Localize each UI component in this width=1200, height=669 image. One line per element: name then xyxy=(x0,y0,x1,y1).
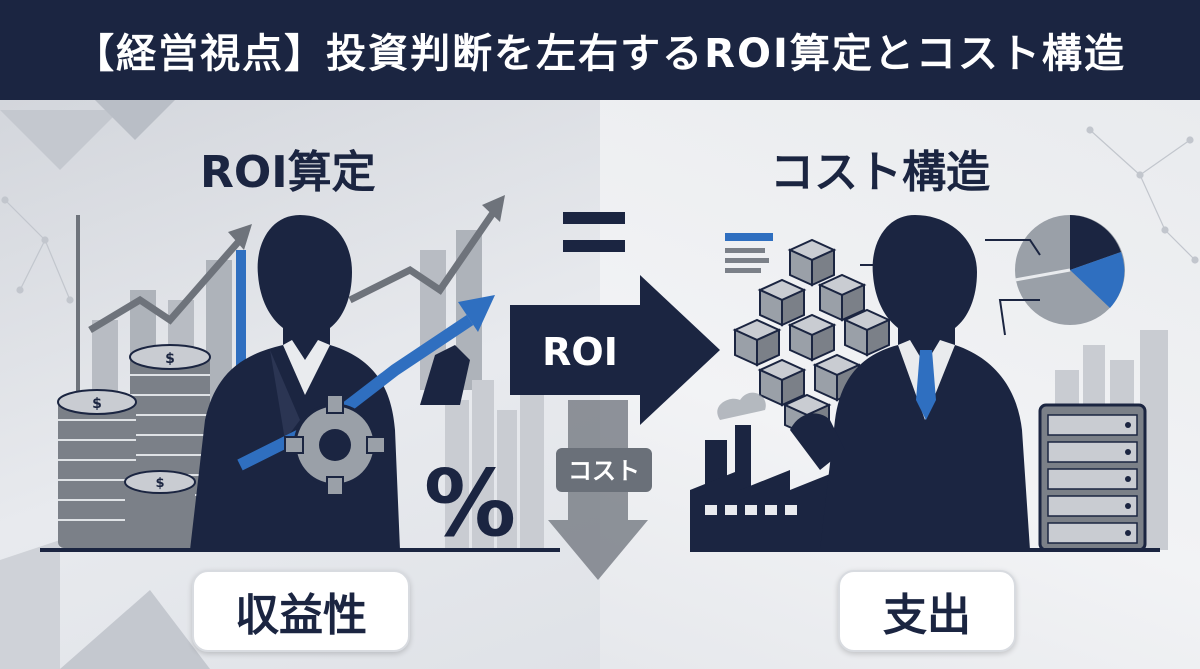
roi-arrow-label: ROI xyxy=(542,330,618,374)
factory-smoke xyxy=(717,392,766,420)
equals-icon xyxy=(563,212,625,252)
profitability-label: 収益性 xyxy=(192,570,410,652)
dollar-symbol: $ xyxy=(92,396,102,412)
roi-arrow xyxy=(510,275,720,425)
gray-trend-line-icon xyxy=(88,237,243,334)
gray-trend-arrowhead-right xyxy=(482,195,505,222)
trend-arrow-head xyxy=(458,295,495,332)
roi-heading: ROI算定 xyxy=(200,147,376,198)
blue-tie xyxy=(916,350,936,420)
cost-label-box xyxy=(556,448,652,492)
coin-stack-icon xyxy=(57,344,211,548)
dollar-symbol: $ xyxy=(165,351,175,367)
gear-icon xyxy=(284,394,386,496)
cost-arrow-label: コスト xyxy=(568,457,640,485)
city-skyline-left xyxy=(445,380,544,550)
pie-chart-icon xyxy=(1014,215,1125,325)
factory-icon xyxy=(690,425,859,550)
title-banner: 【経営視点】投資判断を左右するROI算定とコスト構造 xyxy=(0,0,1200,100)
gray-trend-line-right xyxy=(348,208,498,304)
bar-list-icon xyxy=(725,233,773,273)
server-rack-icon xyxy=(1038,403,1147,552)
gray-trend-arrowhead xyxy=(228,224,252,250)
cube-stack-icon xyxy=(732,238,892,437)
businessman-silhouette xyxy=(820,215,1030,550)
holding-hand xyxy=(790,413,845,470)
page-title: 【経営視点】投資判断を左右するROI算定とコスト構造 xyxy=(74,31,1126,77)
percent-icon: % xyxy=(424,450,516,557)
raised-hand xyxy=(420,345,470,405)
expenditure-label: 支出 xyxy=(838,570,1016,652)
callout-lines xyxy=(860,239,1041,336)
dollar-symbol: $ xyxy=(155,476,164,491)
cost-structure-heading: コスト構造 xyxy=(770,147,990,198)
left-decor-triangles xyxy=(0,100,210,669)
network-lines xyxy=(1,126,1199,304)
